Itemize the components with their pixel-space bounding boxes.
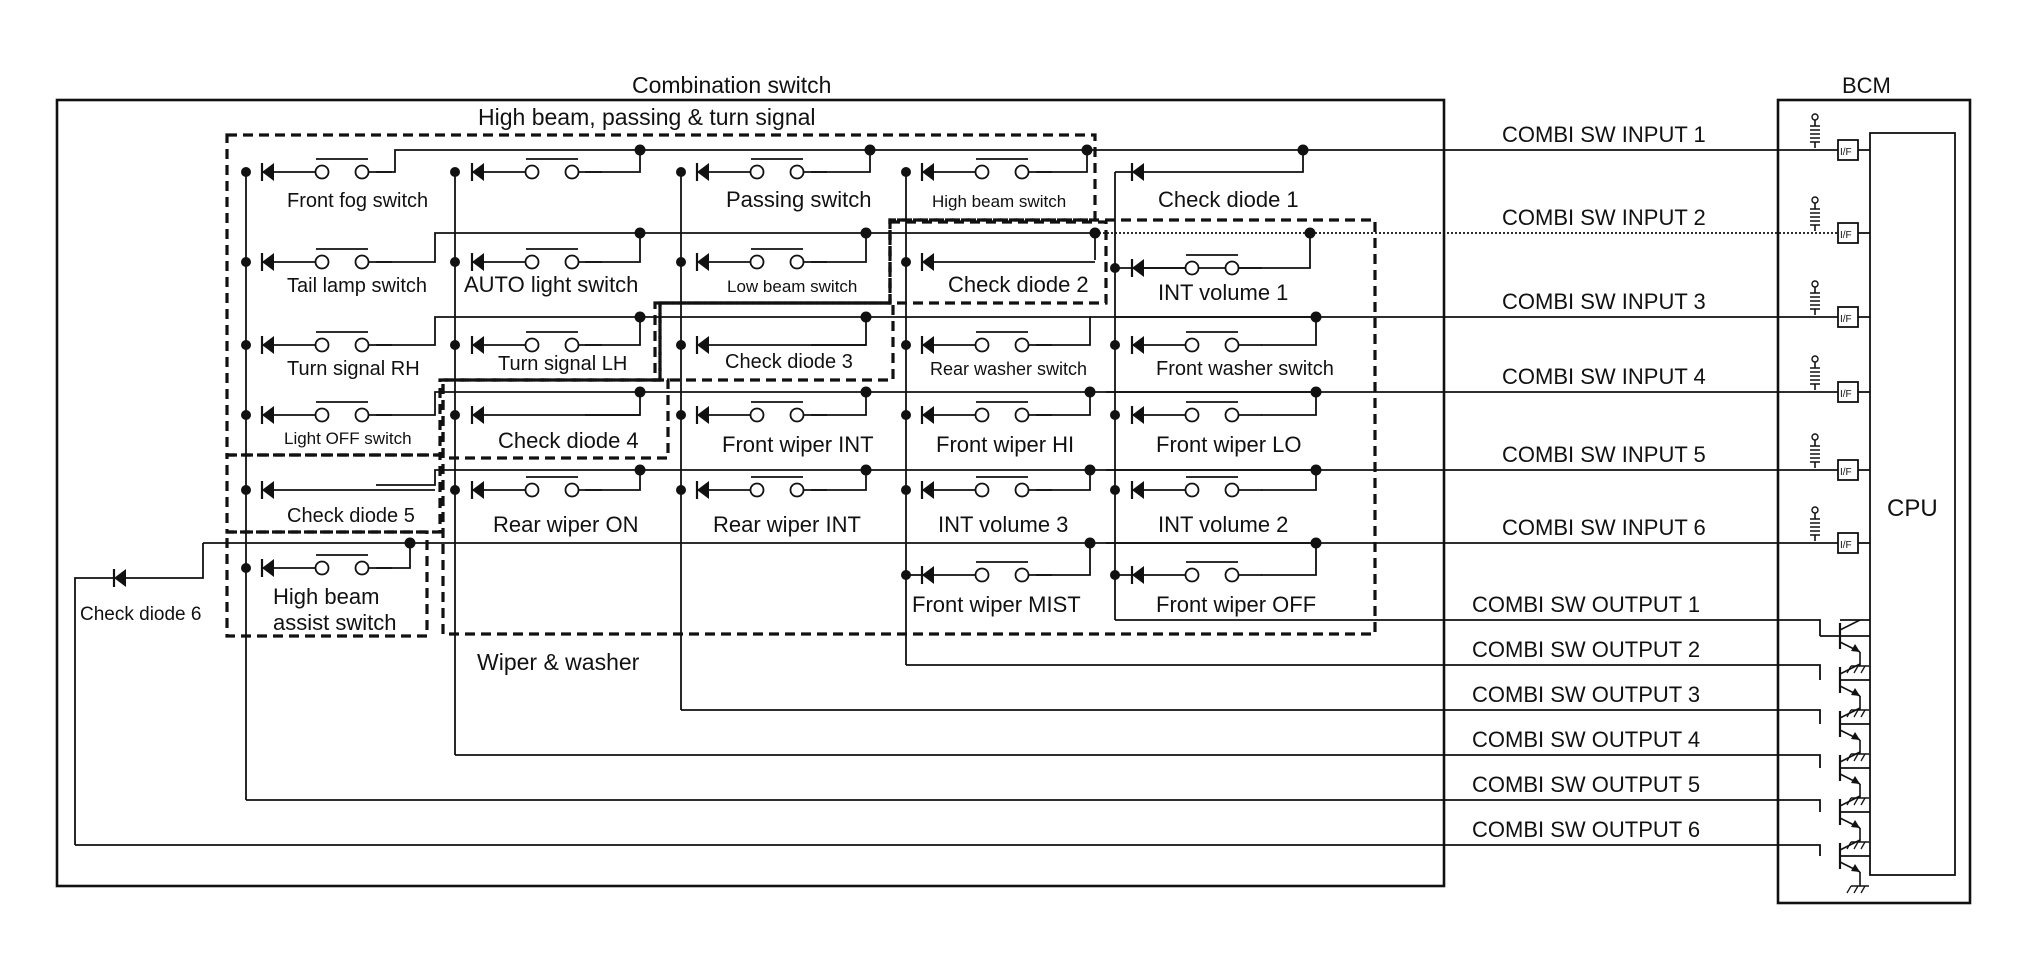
label-front-wiper-lo: Front wiper LO [1156, 432, 1302, 457]
label-front-fog-switch: Front fog switch [287, 190, 428, 212]
label-passing-switch: Passing switch [726, 187, 872, 212]
high-beam-group-outline [225, 133, 1097, 457]
label-check-diode-4: Check diode 4 [498, 428, 639, 453]
input-label-1: COMBI SW INPUT 1 [1502, 122, 1706, 147]
group-label-high-beam: High beam, passing & turn signal [478, 104, 816, 130]
output-label-1: COMBI SW OUTPUT 1 [1472, 592, 1700, 617]
label-auto-light-switch: AUTO light switch [464, 272, 638, 297]
output-label-3: COMBI SW OUTPUT 3 [1472, 682, 1700, 707]
junction-dots [241, 144, 1322, 580]
if-label-4: I/F [1840, 389, 1852, 400]
output-label-6: COMBI SW OUTPUT 6 [1472, 817, 1700, 842]
label-front-wiper-int: Front wiper INT [722, 432, 874, 457]
output-label-5: COMBI SW OUTPUT 5 [1472, 772, 1700, 797]
if-label-6: I/F [1840, 540, 1852, 551]
label-high-beam-switch: High beam switch [932, 192, 1066, 211]
label-int-volume-2: INT volume 2 [1158, 512, 1288, 537]
label-check-diode-3: Check diode 3 [725, 351, 853, 373]
if-label-2: I/F [1840, 230, 1852, 241]
label-check-diode-5: Check diode 5 [287, 505, 415, 527]
switch-labels: Front fog switch Passing switch High bea… [80, 187, 1334, 635]
label-assist-switch: assist switch [273, 610, 396, 635]
input-label-6: COMBI SW INPUT 6 [1502, 515, 1706, 540]
label-int-volume-3: INT volume 3 [938, 512, 1068, 537]
label-low-beam-switch: Low beam switch [727, 277, 857, 296]
output-wires [74, 577, 1821, 856]
input-label-3: COMBI SW INPUT 3 [1502, 289, 1706, 314]
input-label-4: COMBI SW INPUT 4 [1502, 364, 1706, 389]
input-label-5: COMBI SW INPUT 5 [1502, 442, 1706, 467]
label-check-diode-6: Check diode 6 [80, 604, 201, 625]
label-front-washer-switch: Front washer switch [1156, 358, 1334, 380]
if-label-3: I/F [1840, 314, 1852, 325]
output-label-2: COMBI SW OUTPUT 2 [1472, 637, 1700, 662]
combination-switch-title: Combination switch [632, 72, 831, 98]
label-high-beam: High beam [273, 584, 379, 609]
bcm-title: BCM [1842, 73, 1891, 98]
check-diode-4-outline [441, 378, 670, 460]
label-rear-wiper-int: Rear wiper INT [713, 512, 861, 537]
output-label-4: COMBI SW OUTPUT 4 [1472, 727, 1700, 752]
bcm-output-transistors [1820, 618, 1871, 895]
if-label-5: I/F [1840, 467, 1852, 478]
if-label-1: I/F [1840, 147, 1852, 158]
label-rear-washer-switch: Rear washer switch [930, 359, 1087, 379]
io-labels: COMBI SW INPUT 1 COMBI SW INPUT 2 COMBI … [1472, 122, 1706, 842]
switch-cells [112, 157, 1264, 589]
check-diode-3-outline [653, 301, 895, 382]
combination-switch-frame [55, 98, 1446, 888]
label-rear-wiper-on: Rear wiper ON [493, 512, 638, 537]
label-int-volume-1: INT volume 1 [1158, 280, 1288, 305]
label-front-wiper-off: Front wiper OFF [1156, 592, 1316, 617]
wiper-group-outline [441, 218, 1377, 636]
input-label-2: COMBI SW INPUT 2 [1502, 205, 1706, 230]
label-front-wiper-hi: Front wiper HI [936, 432, 1074, 457]
bcm-input-interfaces: I/F I/F I/F I/F I/F [1809, 113, 1870, 554]
label-tail-lamp-switch: Tail lamp switch [287, 275, 427, 297]
label-check-diode-1: Check diode 1 [1158, 187, 1299, 212]
label-light-off-switch: Light OFF switch [284, 429, 412, 448]
row-wires [126, 149, 1317, 579]
group-label-wiper: Wiper & washer [477, 649, 640, 675]
label-check-diode-2: Check diode 2 [948, 272, 1089, 297]
bcm-frame [1776, 98, 1972, 905]
high-beam-assist-outline [225, 530, 429, 638]
cpu-block [1869, 132, 1956, 876]
label-front-wiper-mist: Front wiper MIST [912, 592, 1081, 617]
check-diode-2-outline [888, 220, 1108, 305]
label-turn-signal-rh: Turn signal RH [287, 358, 420, 380]
check-diode-5-outline [225, 453, 442, 534]
cpu-label: CPU [1887, 495, 1938, 522]
label-turn-signal-lh: Turn signal LH [498, 353, 627, 375]
